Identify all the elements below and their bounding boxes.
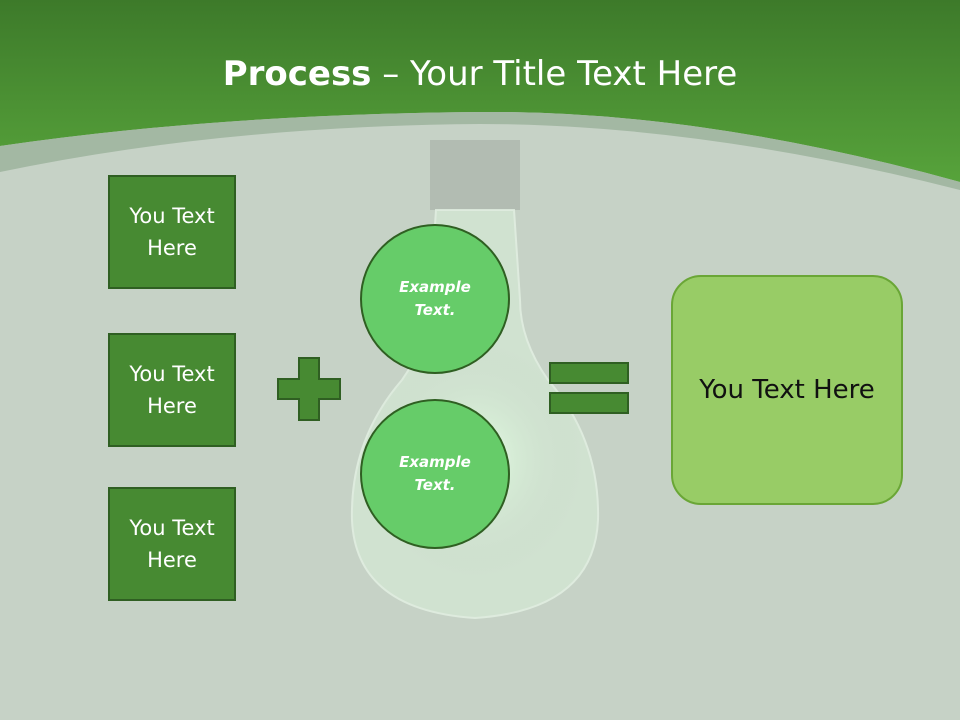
title-rest: – Your Title Text Here: [371, 54, 738, 94]
left-box-line2: Here: [147, 236, 197, 260]
circle-line2: Text.: [414, 476, 456, 494]
left-box-3: You Text Here: [108, 487, 236, 601]
left-box-line2: Here: [147, 548, 197, 572]
result-box: You Text Here: [671, 275, 903, 505]
left-box-line1: You Text: [129, 516, 215, 540]
slide-title: Process – Your Title Text Here: [0, 52, 960, 96]
equals-icon: [549, 362, 629, 414]
title-bold: Process: [222, 54, 372, 94]
left-box-2: You Text Here: [108, 333, 236, 447]
example-circle-1: Example Text.: [360, 224, 510, 374]
left-box-line1: You Text: [129, 362, 215, 386]
circle-line1: Example: [399, 278, 471, 296]
left-box-line1: You Text: [129, 204, 215, 228]
circle-line2: Text.: [414, 301, 456, 319]
left-box-1: You Text Here: [108, 175, 236, 289]
result-label: You Text Here: [699, 375, 875, 405]
example-circle-2: Example Text.: [360, 399, 510, 549]
circle-line1: Example: [399, 453, 471, 471]
plus-icon: [277, 357, 341, 421]
left-box-line2: Here: [147, 394, 197, 418]
